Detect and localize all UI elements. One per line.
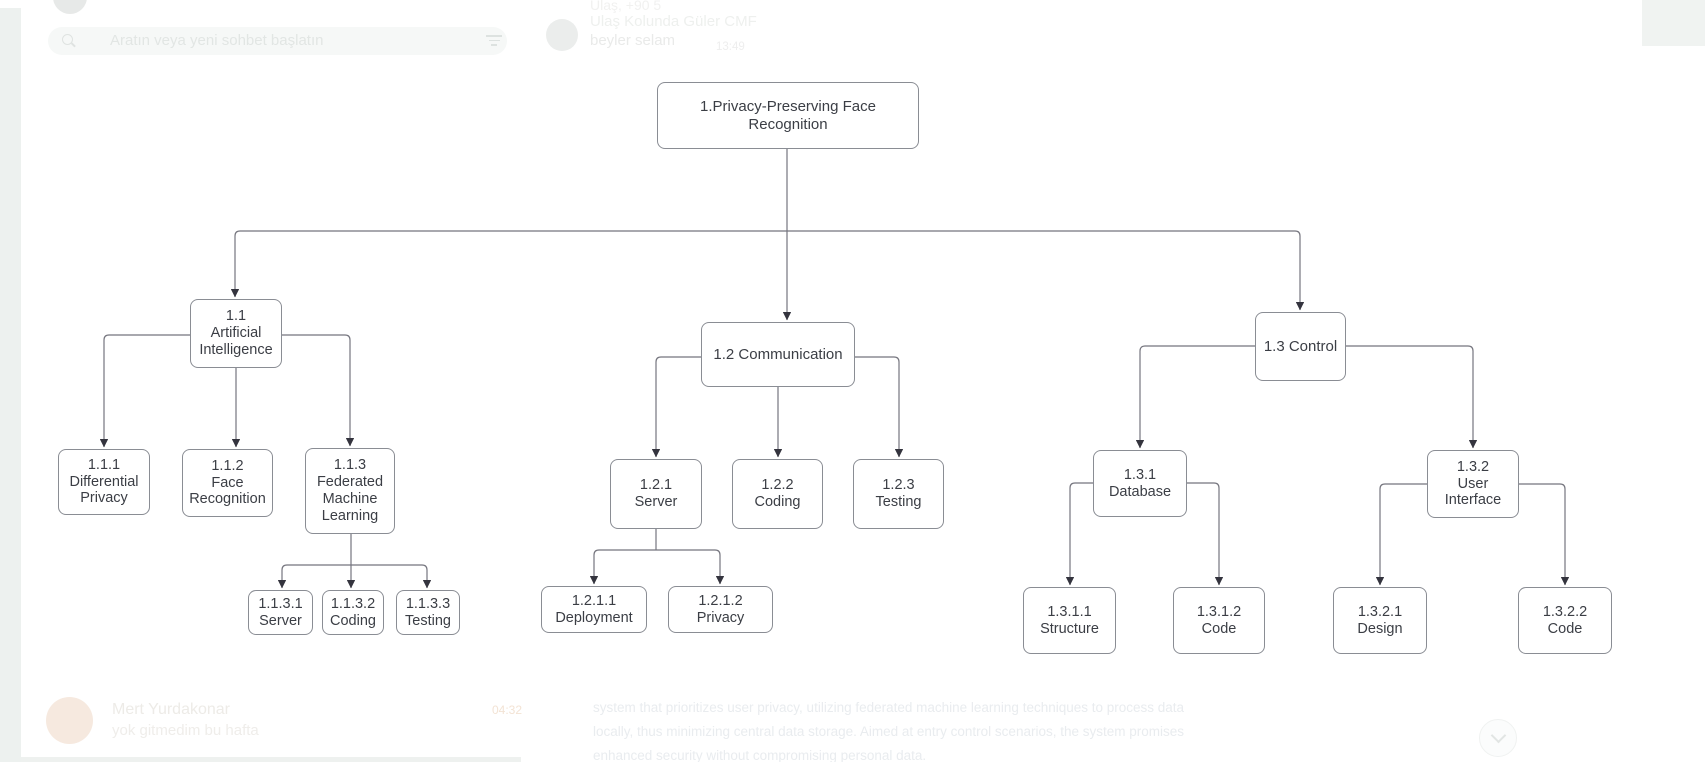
- header-corner-block: [1642, 0, 1705, 46]
- connector-lines: [99, 149, 1570, 589]
- node-1-3: 1.3 Control: [1255, 312, 1346, 381]
- message-preview: yok gitmedim bu hafta: [112, 722, 259, 739]
- node-1-1-3: 1.1.3 Federated Machine Learning: [305, 448, 395, 534]
- node-1-2-1-1: 1.2.1.1 Deployment: [541, 586, 647, 633]
- sender-phone-line: Ulaş, +90 5: [590, 0, 662, 13]
- node-1-1-3-1: 1.1.3.1 Server: [248, 590, 313, 635]
- node-1-1-1: 1.1.1 Differential Privacy: [58, 449, 150, 515]
- node-1-1-3-3: 1.1.3.3 Testing: [396, 590, 460, 635]
- long-message-text: system that prioritizes user privacy, ut…: [593, 696, 1233, 762]
- node-1-2-2: 1.2.2 Coding: [732, 459, 823, 529]
- node-1-3-1-2: 1.3.1.2 Code: [1173, 587, 1265, 654]
- node-1-1-2: 1.1.2 Face Recognition: [182, 449, 273, 517]
- node-1-1-3-2: 1.1.3.2 Coding: [322, 590, 384, 635]
- node-1-3-2-2: 1.3.2.2 Code: [1518, 587, 1612, 654]
- node-1-2-1-2: 1.2.1.2 Privacy: [668, 586, 773, 633]
- node-1-2: 1.2 Communication: [701, 322, 855, 387]
- contact-avatar: [46, 697, 93, 744]
- profile-avatar[interactable]: [53, 0, 87, 14]
- app-edge-strip: [0, 8, 21, 762]
- chat-list-divider: [21, 757, 521, 762]
- sender-name: Ulaş Kolunda Güler CMF: [590, 13, 757, 30]
- message-line: locally, thus minimizing central data st…: [593, 724, 1185, 739]
- search-input[interactable]: Aratın veya yeni sohbet başlatın: [48, 27, 507, 55]
- node-1-root: 1.Privacy-Preserving Face Recognition: [657, 82, 919, 149]
- node-1-2-1: 1.2.1 Server: [610, 459, 702, 529]
- search-icon: [62, 34, 73, 45]
- node-1-3-2: 1.3.2 User Interface: [1427, 450, 1519, 518]
- message-timestamp: 04:32: [492, 703, 523, 717]
- node-1-3-1: 1.3.1 Database: [1093, 450, 1187, 517]
- node-1-1: 1.1 Artificial Intelligence: [190, 299, 282, 368]
- filter-icon[interactable]: [486, 35, 502, 49]
- node-1-3-1-1: 1.3.1.1 Structure: [1023, 587, 1116, 654]
- message-time: 13:49: [716, 41, 745, 53]
- node-1-3-2-1: 1.3.2.1 Design: [1333, 587, 1427, 654]
- scroll-to-bottom-button[interactable]: [1479, 719, 1517, 757]
- contact-name[interactable]: Mert Yurdakonar: [112, 701, 230, 718]
- message-text: beyler selam: [590, 32, 676, 49]
- message-line: enhanced security without compromising p…: [593, 748, 927, 762]
- sender-avatar: [546, 19, 578, 51]
- node-1-2-3: 1.2.3 Testing: [853, 459, 944, 529]
- message-line: system that prioritizes user privacy, ut…: [593, 700, 1185, 715]
- search-placeholder: Aratın veya yeni sohbet başlatın: [110, 32, 324, 49]
